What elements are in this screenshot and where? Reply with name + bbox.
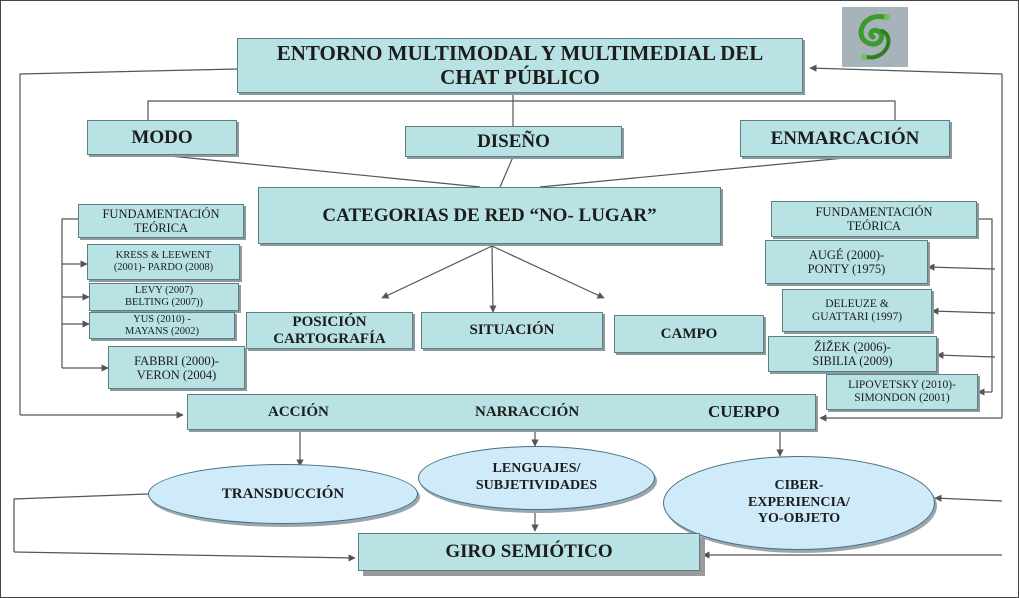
cuerpo-label: CUERPO: [708, 402, 780, 421]
levy-line2: BELTING (2007)): [124, 297, 204, 308]
zizek-line1: ŽIŽEK (2006)-: [814, 340, 891, 354]
ciber-experiencia-oval: CIBER- EXPERIENCIA/ YO-OBJETO: [663, 456, 935, 550]
lipovetsky-line1: LIPOVETSKY (2010)-: [848, 379, 956, 392]
posicion-line2: CARTOGRAFÍA: [273, 330, 386, 347]
zizek-line2: SIBILIA (2009): [812, 354, 893, 368]
lipovetsky-line2: SIMONDON (2001): [854, 392, 950, 404]
modo-box: MODO: [87, 120, 237, 155]
main-title-box: ENTORNO MULTIMODAL Y MULTIMEDIAL DEL CHA…: [237, 38, 803, 93]
fabbri-line2: VERON (2004): [136, 367, 217, 382]
yus-line2: MAYANS (2002): [125, 325, 199, 337]
posicion-line1: POSICIÓN: [292, 313, 367, 330]
left-theory-header-line2: TEÓRICA: [133, 221, 189, 235]
right-theory-header: FUNDAMENTACIÓN TEÓRICA: [771, 201, 977, 237]
auge-line1: AUGÉ (2000)-: [808, 248, 885, 262]
levy-belting-box: LEVY (2007) BELTING (2007)): [89, 283, 239, 311]
left-theory-header-line1: FUNDAMENTACIÓN: [102, 207, 220, 221]
lipovetsky-simondon-box: LIPOVETSKY (2010)- SIMONDON (2001): [826, 374, 978, 410]
diseno-label: DISEÑO: [477, 130, 550, 152]
ciber-line3: YO-OBJETO: [757, 511, 841, 527]
narraccion-label: NARRACCIÓN: [475, 404, 580, 420]
giro-label: GIRO SEMIÓTICO: [445, 541, 613, 563]
modo-label: MODO: [131, 126, 193, 148]
kress-line1: KRESS & LEEWENT: [115, 250, 212, 262]
situacion-label: SITUACIÓN: [469, 322, 555, 339]
yus-mayans-box: YUS (2010) - MAYANS (2002): [89, 312, 235, 339]
green-spiral-fractal-icon: [842, 7, 908, 67]
giro-semiotico-box: GIRO SEMIÓTICO: [358, 533, 700, 571]
categorias-box: CATEGORIAS DE RED “NO- LUGAR”: [258, 187, 721, 244]
deleuze-line2: GUATTARI (1997): [811, 310, 903, 323]
right-theory-header-line1: FUNDAMENTACIÓN: [815, 205, 933, 219]
lenguajes-oval: LENGUAJES/ SUBJETIVIDADES: [418, 446, 655, 510]
right-theory-header-line2: TEÓRICA: [846, 219, 902, 233]
categorias-label: CATEGORIAS DE RED “NO- LUGAR”: [322, 204, 657, 226]
transduccion-label: TRANSDUCCIÓN: [221, 486, 345, 502]
campo-label: CAMPO: [660, 325, 718, 342]
enmarcacion-label: ENMARCACIÓN: [770, 127, 920, 149]
kress-line2: (2001)- PARDO (2008): [113, 262, 214, 273]
ciber-line2: EXPERIENCIA/: [748, 494, 850, 510]
fabbri-line1: FABBRI (2000)-: [134, 353, 219, 368]
zizek-sibilia-box: ŽIŽEK (2006)- SIBILIA (2009): [768, 336, 937, 372]
accion-narraccion-cuerpo-bar: [187, 394, 816, 430]
fabbri-veron-box: FABBRI (2000)- VERON (2004): [108, 346, 245, 389]
auge-line2: PONTY (1975): [807, 262, 886, 276]
accion-label: ACCIÓN: [268, 404, 329, 420]
yus-line1: YUS (2010) -: [133, 313, 191, 325]
ciber-line1: CIBER-: [774, 477, 824, 493]
situacion-box: SITUACIÓN: [421, 312, 603, 349]
main-title-line1: ENTORNO MULTIMODAL Y MULTIMEDIAL DEL: [276, 40, 764, 65]
lenguajes-line2: SUBJETIVIDADES: [475, 478, 598, 493]
auge-ponty-box: AUGÉ (2000)- PONTY (1975): [765, 240, 928, 284]
main-title-line2: CHAT PÚBLICO: [440, 64, 600, 89]
left-theory-header: FUNDAMENTACIÓN TEÓRICA: [78, 204, 244, 238]
transduccion-oval: TRANSDUCCIÓN: [148, 464, 418, 524]
enmarcacion-box: ENMARCACIÓN: [740, 120, 950, 157]
deleuze-guattari-box: DELEUZE & GUATTARI (1997): [782, 289, 932, 332]
lenguajes-line1: LENGUAJES/: [492, 461, 581, 477]
levy-line1: LEVY (2007): [134, 285, 194, 297]
deleuze-line1: DELEUZE &: [825, 297, 889, 310]
campo-box: CAMPO: [614, 315, 764, 353]
posicion-box: POSICIÓN CARTOGRAFÍA: [246, 312, 413, 349]
diseno-box: DISEÑO: [405, 126, 622, 157]
kress-pardo-box: KRESS & LEEWENT (2001)- PARDO (2008): [87, 244, 240, 280]
